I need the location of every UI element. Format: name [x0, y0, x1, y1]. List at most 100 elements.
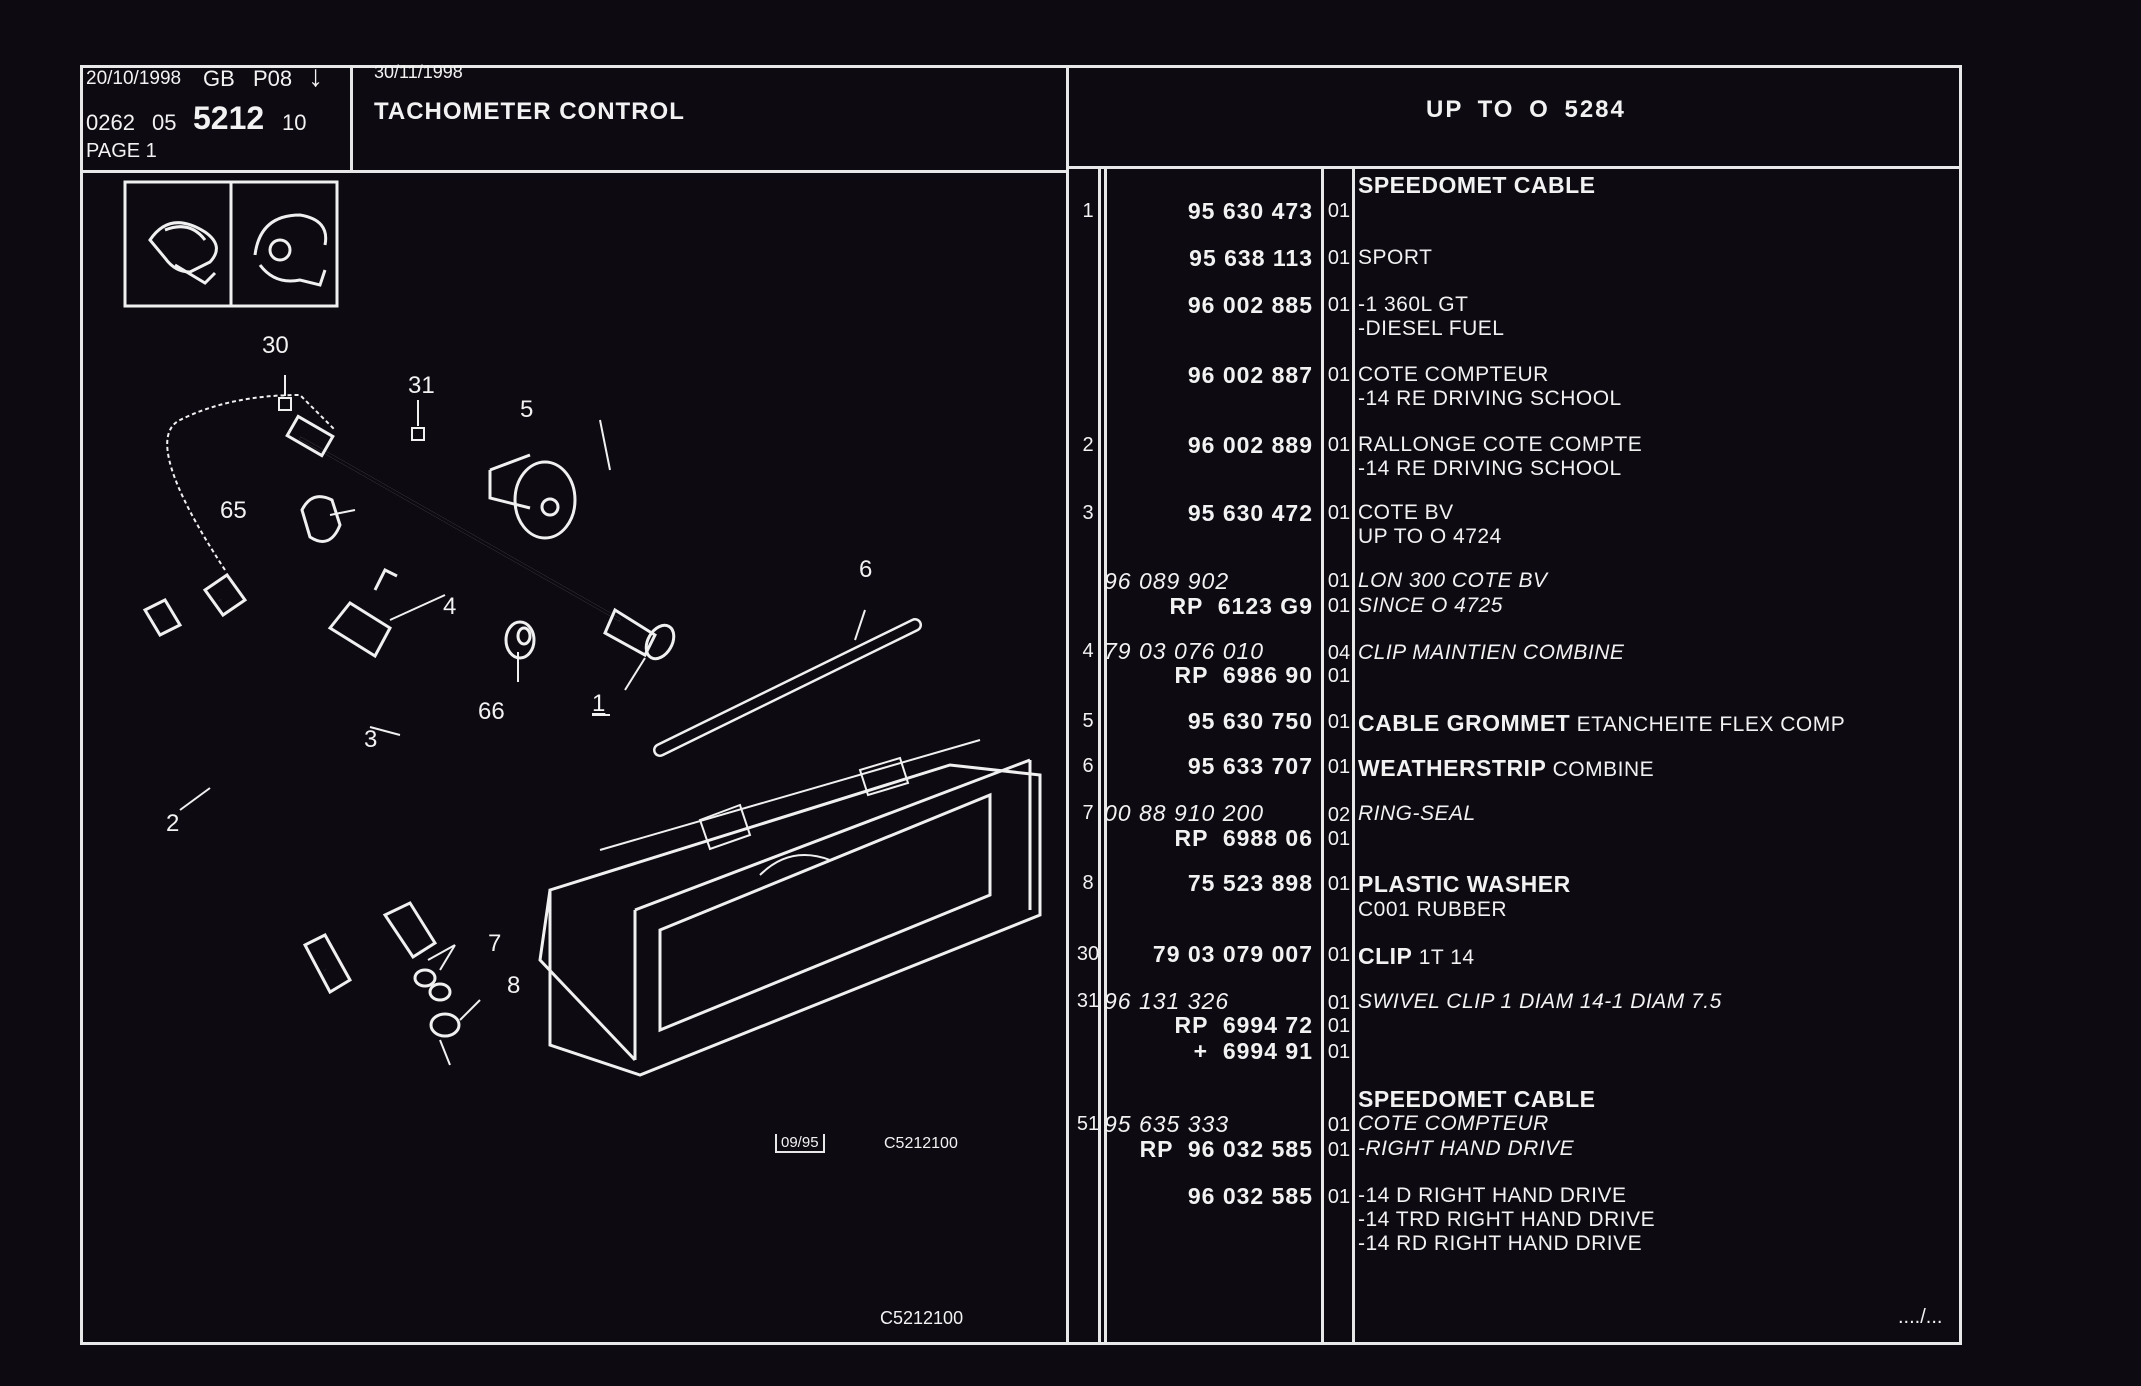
column-line-4	[1352, 166, 1355, 1345]
part-description: SINCE O 4725	[1358, 594, 1503, 617]
divider-header-left	[80, 170, 1068, 173]
part-description: -14 D RIGHT HAND DRIVE -14 TRD RIGHT HAN…	[1358, 1184, 1655, 1256]
part-reference: RP 6994 72	[1174, 1012, 1313, 1038]
part-description: -RIGHT HAND DRIVE	[1358, 1137, 1575, 1160]
quantity: 01	[1327, 1015, 1351, 1037]
diagram-code-footer: C5212100	[880, 1308, 964, 1328]
inset-box-clip-31	[229, 180, 339, 308]
item-number: 6	[1082, 755, 1094, 777]
callout-6: 6	[859, 556, 873, 583]
quantity: 01	[1327, 992, 1351, 1014]
description-line: -14 RD RIGHT HAND DRIVE	[1358, 1232, 1643, 1255]
page-number: PAGE 1	[86, 140, 157, 162]
diagram-code: C5212100	[884, 1135, 958, 1152]
item-number: 2	[1082, 434, 1094, 456]
column-line-2	[1104, 166, 1107, 1345]
quantity: 01	[1327, 595, 1351, 617]
marker-30	[278, 397, 292, 411]
part-reference: RP 6123 G9	[1169, 593, 1313, 619]
part-8-washer	[429, 1012, 461, 1038]
description-line: -14 RE DRIVING SCHOOL	[1358, 387, 1622, 410]
part-description: COTE COMPTEUR	[1358, 1112, 1549, 1135]
page-title: TACHOMETER CONTROL	[374, 98, 685, 125]
quantity: 01	[1327, 665, 1351, 687]
instrument-cluster	[538, 739, 1042, 1077]
part-description: LON 300 COTE BV	[1358, 569, 1548, 592]
quantity: 01	[1327, 1139, 1351, 1161]
description-line: -14 TRD RIGHT HAND DRIVE	[1358, 1208, 1656, 1231]
down-arrow-icon: ↓	[308, 60, 323, 93]
part-reference: 95 630 472	[1187, 500, 1313, 526]
callout-2: 2	[166, 810, 180, 837]
item-number: 5	[1082, 710, 1094, 732]
callout-5: 5	[520, 396, 534, 423]
description-line: UP TO O 4724	[1358, 525, 1502, 548]
part-description: PLASTIC WASHER C001 RUBBER	[1358, 871, 1571, 921]
part-description: SPORT	[1358, 246, 1433, 269]
callout-3: 3	[364, 726, 378, 753]
part-description: CLIP 1T 14	[1358, 943, 1475, 969]
column-line-1	[1098, 166, 1101, 1345]
list-item: SPEEDOMET CABLE	[1358, 1086, 1596, 1112]
quantity: 01	[1327, 294, 1351, 316]
ref-mid: 05	[152, 110, 177, 135]
description-line: -14 RE DRIVING SCHOOL	[1358, 457, 1622, 480]
part-description: COTE COMPTEUR -14 RE DRIVING SCHOOL	[1358, 363, 1622, 411]
part-2-cable	[142, 598, 353, 995]
callout-4: 4	[443, 593, 457, 620]
part-description: -1 360L GT -DIESEL FUEL	[1358, 293, 1504, 341]
part-reference: 96 089 902	[1104, 568, 1230, 594]
part-1-cable	[285, 414, 676, 661]
part-description: RING-SEAL	[1358, 802, 1476, 825]
continuation-mark: ..../...	[1898, 1306, 1943, 1328]
part-description: SWIVEL CLIP 1 DIAM 14-1 DIAM 7.5	[1358, 990, 1722, 1013]
item-number: 4	[1082, 640, 1094, 662]
part-reference: 95 633 707	[1187, 753, 1313, 779]
quantity: 01	[1327, 756, 1351, 778]
item-number: 3	[1082, 502, 1094, 524]
doc-date: 20/10/1998	[86, 68, 182, 89]
quantity: 01	[1327, 570, 1351, 592]
callout-66: 66	[478, 698, 505, 725]
part-reference: 95 638 113	[1189, 245, 1313, 271]
item-number: 8	[1082, 872, 1094, 894]
edition-stamp: 09/95	[775, 1134, 825, 1153]
quantity: 01	[1327, 1186, 1351, 1208]
part-reference: RP 96 032 585	[1139, 1136, 1313, 1162]
part-reference: 95 630 473	[1187, 198, 1313, 224]
description-line: -1 360L GT	[1358, 293, 1469, 316]
page-frame	[80, 65, 1962, 1345]
description-line: COTE COMPTEUR	[1358, 363, 1549, 386]
part-4-clip	[327, 567, 398, 659]
part-description: COTE BV UP TO O 4724	[1358, 501, 1502, 549]
part-6-weatherstrip	[653, 618, 922, 757]
quantity: 01	[1327, 200, 1351, 222]
part-reference: 00 88 910 200	[1104, 800, 1265, 826]
part-reference: 79 03 076 010	[1104, 638, 1265, 664]
divider-diagram-list	[1066, 65, 1069, 1345]
ref-suffix: 10	[282, 110, 307, 135]
quantity: 01	[1327, 434, 1351, 456]
item-number: 1	[1082, 200, 1094, 222]
ref-prefix: 0262	[86, 110, 135, 135]
part-description: CABLE GROMMET ETANCHEITE FLEX COMP	[1358, 710, 1846, 736]
item-number: 30	[1076, 943, 1100, 965]
callout-8: 8	[507, 972, 521, 999]
description-line: COTE BV	[1358, 501, 1454, 524]
quantity: 01	[1327, 944, 1351, 966]
part-reference: 96 131 326	[1104, 988, 1230, 1014]
part-reference: 79 03 079 007	[1152, 941, 1313, 967]
quantity: 01	[1327, 1114, 1351, 1136]
column-line-3	[1321, 166, 1324, 1345]
part-description: CLIP MAINTIEN COMBINE	[1358, 641, 1625, 664]
divider-header-right	[1066, 166, 1962, 169]
description-line: RALLONGE COTE COMPTE	[1358, 433, 1643, 456]
item-number: 31	[1076, 990, 1100, 1012]
quantity: 01	[1327, 502, 1351, 524]
inset-clip-30-drawing	[148, 221, 218, 285]
quantity: 01	[1327, 1041, 1351, 1063]
part-reference: 96 002 887	[1187, 362, 1313, 388]
part-reference: 96 032 585	[1187, 1183, 1313, 1209]
ref-main: 5212	[193, 100, 265, 136]
applicability-range: UP TO O 5284	[1426, 96, 1626, 123]
